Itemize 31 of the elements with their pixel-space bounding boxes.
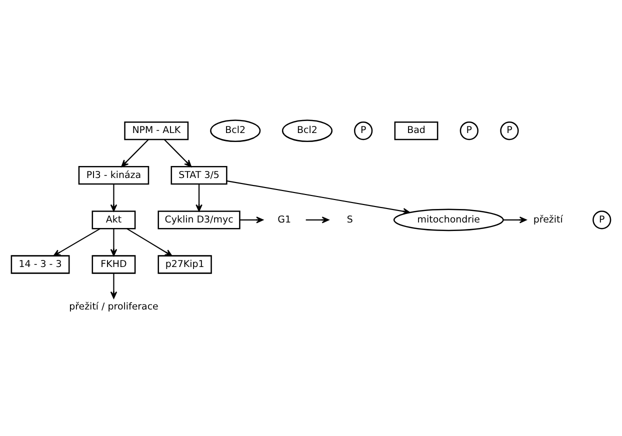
node-box: Akt (92, 210, 136, 230)
node-box: PI3 - kináza (78, 166, 150, 185)
arrow (110, 184, 118, 212)
arrow (226, 180, 410, 215)
node-circle: P (592, 210, 612, 230)
node-circle: P (460, 121, 478, 140)
node-box: Cyklin D3/myc (158, 210, 240, 230)
node-box: STAT 3/5 (170, 166, 228, 185)
arrow (110, 228, 118, 256)
node-ellipse: Bcl2 (210, 120, 261, 142)
node-text: přežití / proliferace (69, 302, 158, 313)
node-text: S (346, 214, 353, 226)
arrow (126, 228, 172, 256)
node-box: Bad (394, 121, 438, 140)
arrow (121, 139, 149, 168)
arrow (53, 228, 100, 256)
arrow (503, 216, 527, 224)
node-circle: P (354, 121, 373, 140)
node-circle: P (500, 121, 519, 140)
node-box: NPM - ALK (124, 121, 189, 140)
node-box: p27Kip1 (158, 255, 212, 274)
node-ellipse: Bcl2 (282, 120, 333, 142)
node-box: FKHD (92, 255, 136, 274)
arrow (240, 216, 264, 224)
node-box: 14 - 3 - 3 (10, 255, 70, 274)
arrow (110, 273, 118, 299)
arrow (306, 216, 330, 224)
arrow (164, 139, 192, 168)
node-text: G1 (278, 214, 292, 226)
node-text: přežití (533, 214, 563, 226)
arrow (196, 184, 202, 212)
